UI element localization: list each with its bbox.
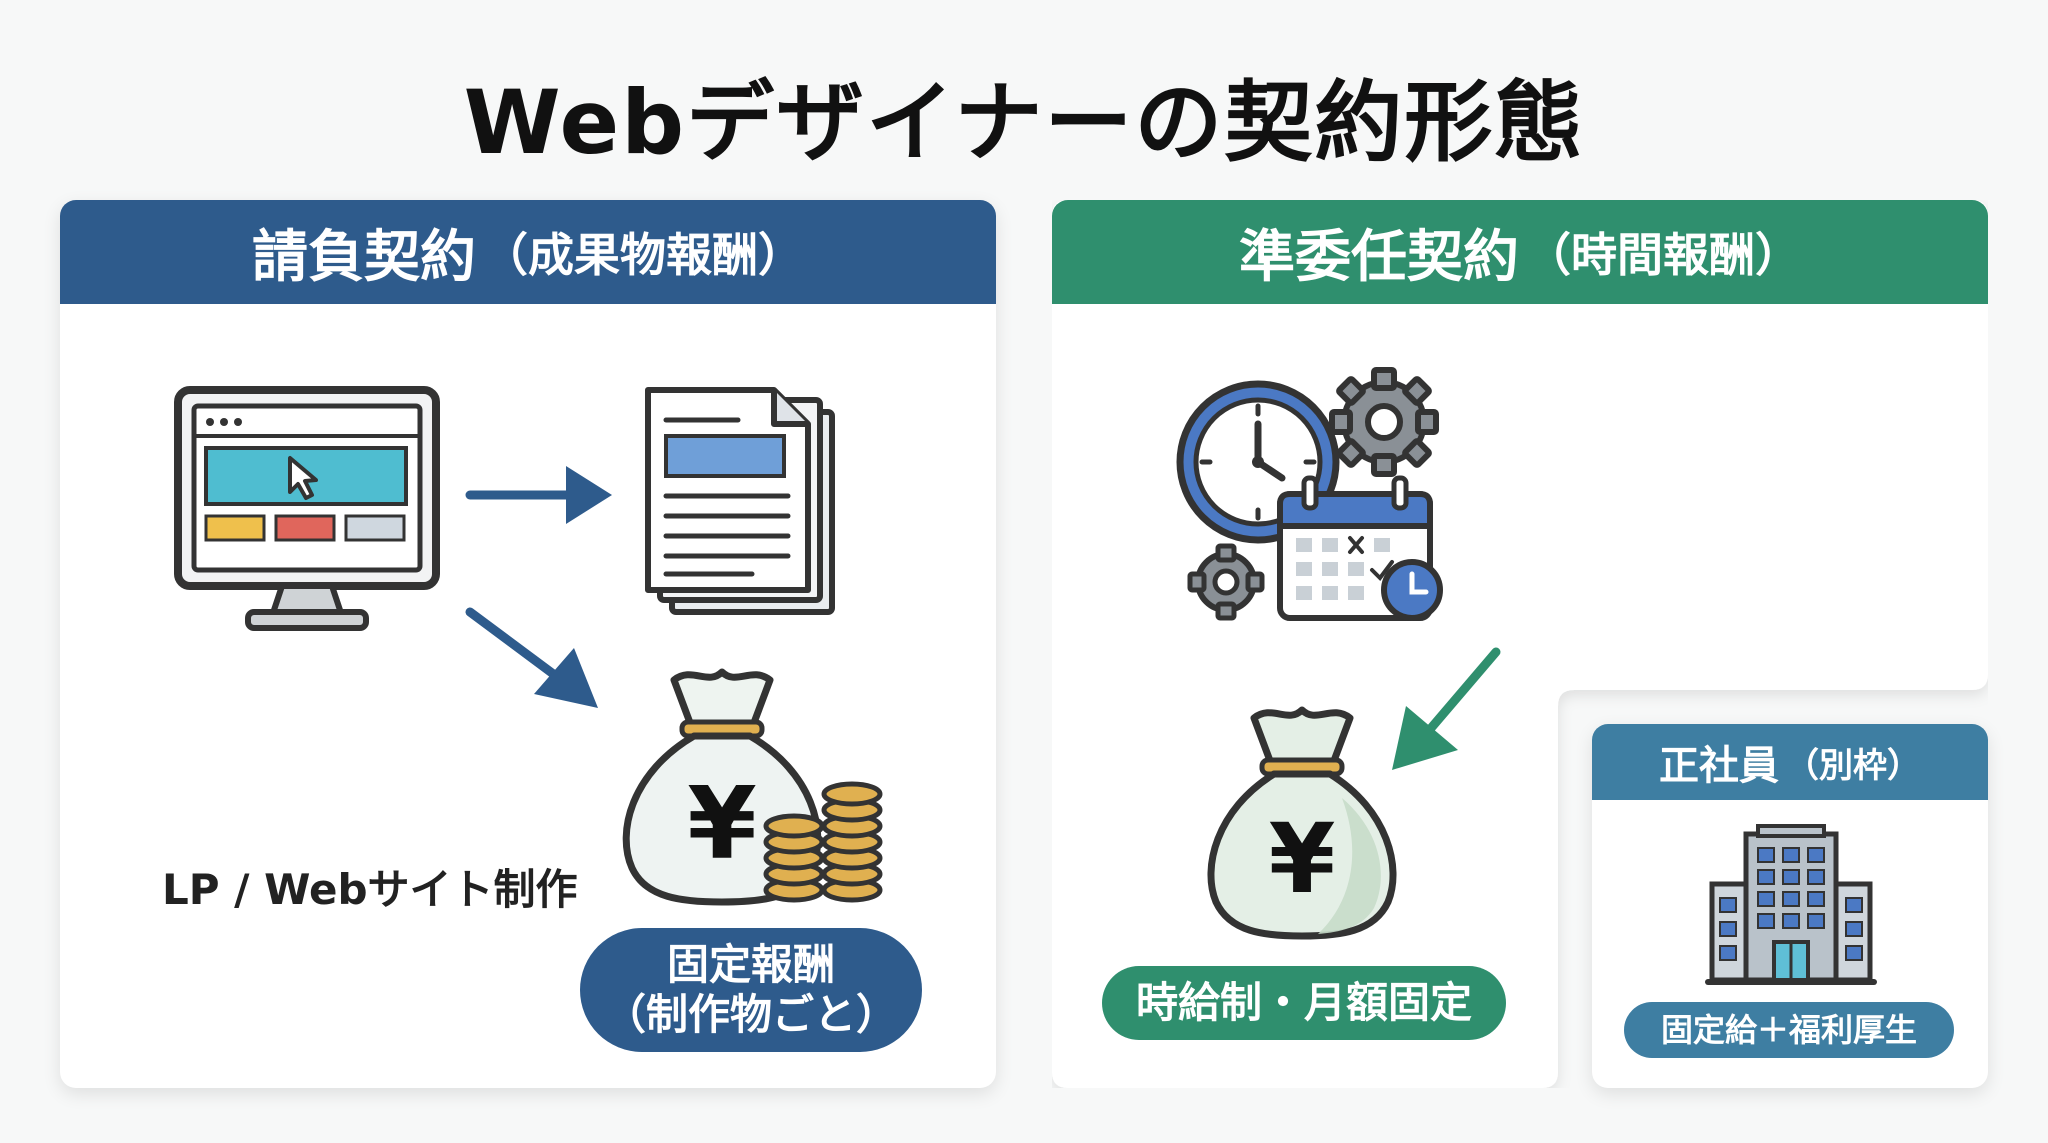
monitor-icon: [174, 386, 440, 631]
calendar-icon: [1277, 475, 1443, 621]
gear-icon: [1187, 543, 1265, 621]
hourly-monthly-pill: 時給制・月額固定: [1102, 966, 1506, 1040]
time-schedule-illustration: [1176, 367, 1443, 621]
money-bag-yen-icon: ¥: [622, 668, 883, 906]
panel-header-main: 正社員: [1659, 743, 1779, 789]
panel-header-sub: （時間報酬）: [1525, 228, 1801, 282]
panel-header-employee: 正社員（別枠）: [1592, 724, 1988, 800]
pill-line-2: （制作物ごと）: [603, 990, 898, 1039]
arrow-down-left-icon: [1392, 647, 1501, 770]
svg-text:¥: ¥: [1269, 803, 1336, 915]
main-title: Webデザイナーの契約形態: [463, 71, 1585, 174]
panel-header-sub: （別枠）: [1785, 745, 1921, 786]
panel-header-main: 準委任契約: [1239, 224, 1519, 290]
panel-header-sub: （成果物報酬）: [482, 228, 804, 282]
arrow-down-right-icon: [465, 607, 598, 708]
office-building-icon: [1705, 824, 1877, 985]
contract-panel-ukeoi: 請負契約（成果物報酬）: [60, 200, 996, 1088]
arrow-right-icon: [465, 466, 612, 524]
fixed-fee-pill: 固定報酬 （制作物ごと）: [580, 928, 922, 1052]
salary-benefits-pill: 固定給＋福利厚生: [1624, 1002, 1954, 1058]
panel-header-main: 請負契約: [252, 224, 476, 290]
document-stack-icon: [645, 387, 835, 615]
contract-panel-junininin: 準委任契約（時間報酬）: [1052, 200, 1988, 1088]
gear-icon: [1329, 367, 1439, 477]
pill-line-1: 固定報酬: [666, 939, 835, 989]
coin-stack-icon: [763, 781, 883, 903]
money-bag-yen-icon: ¥: [1207, 706, 1397, 940]
caption-lp-web: LP / Webサイト制作: [162, 865, 578, 914]
panel-header-junininin: 準委任契約（時間報酬）: [1052, 200, 1988, 304]
svg-text:¥: ¥: [687, 765, 757, 882]
panel-header-ukeoi: 請負契約（成果物報酬）: [60, 200, 996, 304]
